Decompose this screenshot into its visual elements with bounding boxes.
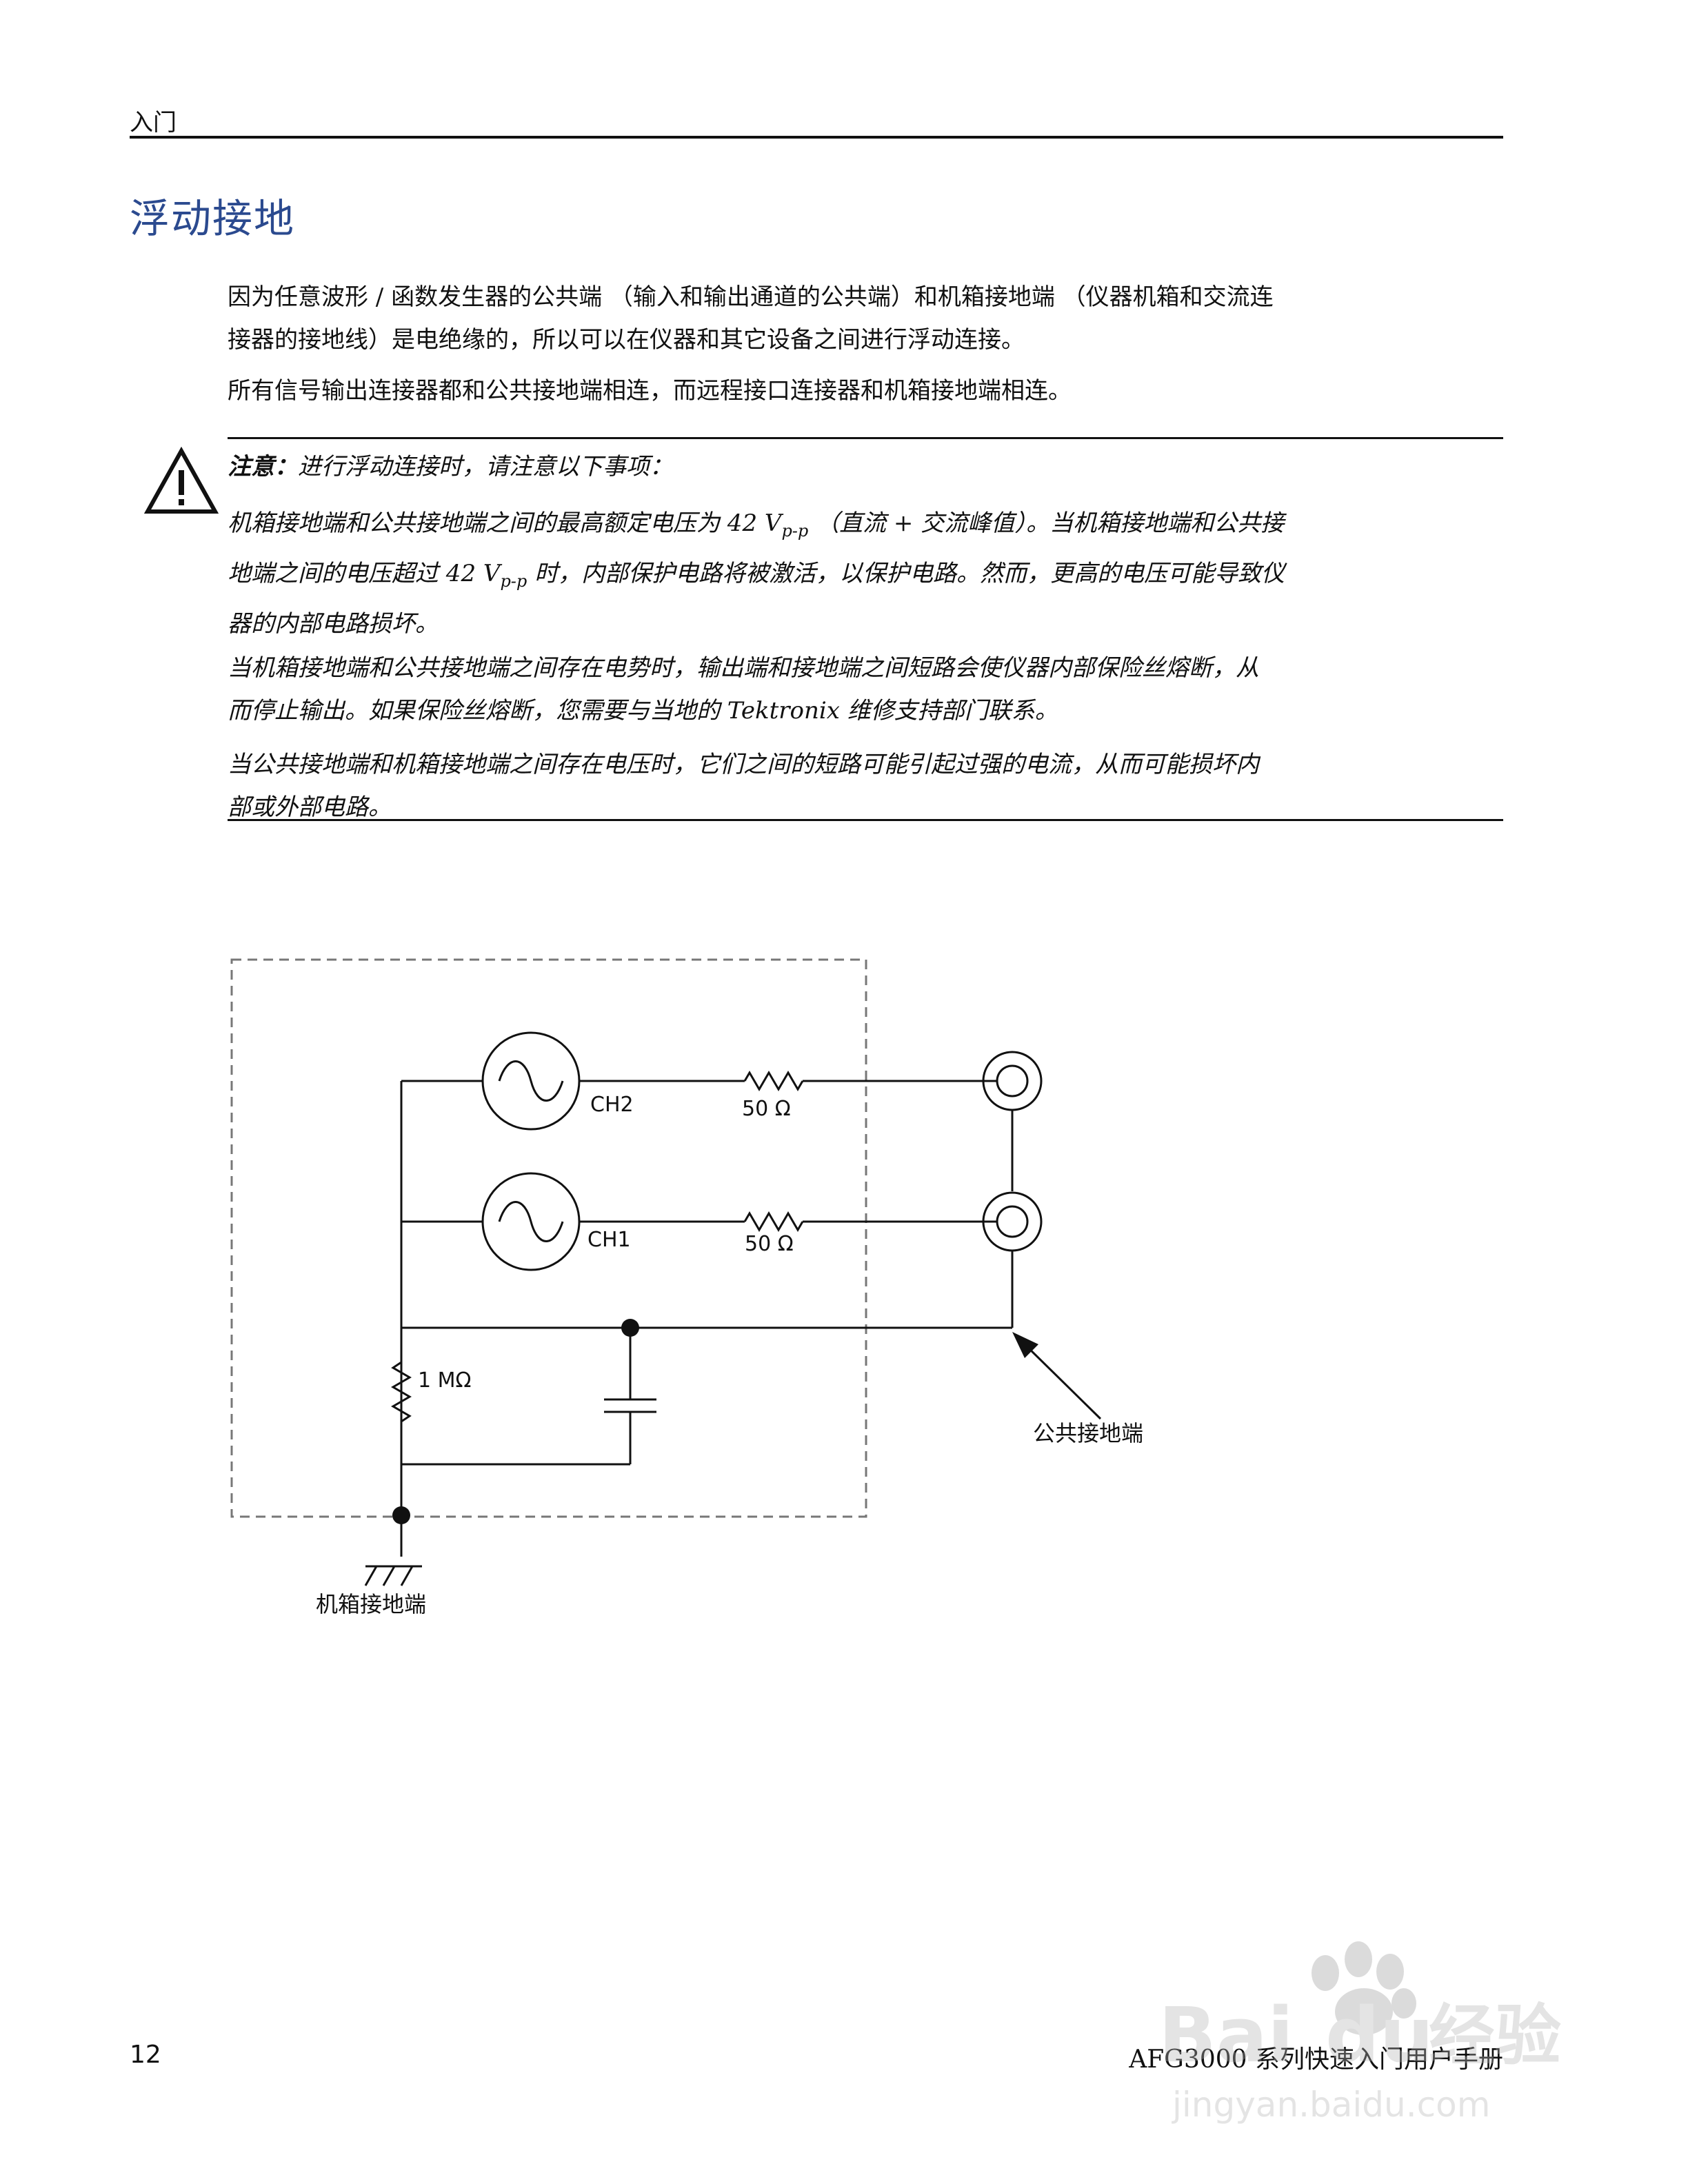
common-ground-label: 公共接地端 — [1033, 1420, 1143, 1446]
page-title: 浮动接地 — [130, 195, 296, 242]
ch1-resistor — [743, 1211, 804, 1232]
caution-item-3-line-2: 部或外部电路。 — [228, 793, 392, 821]
watermark-brand-2: du — [1325, 1991, 1434, 2079]
caution-heading-text: 进行浮动连接时，请注意以下事项： — [298, 453, 673, 481]
warning-triangle-icon — [143, 447, 219, 514]
caution-text: 机箱接地端和公共接地端之间的最高额定电压为 42 V — [228, 509, 782, 537]
page-number: 12 — [130, 2041, 161, 2069]
caution-text: 地端之间的电压超过 42 V — [228, 560, 501, 587]
caution-bottom-rule — [228, 819, 1503, 821]
instrument-boundary — [230, 958, 867, 1518]
caution-item-2: 当机箱接地端和公共接地端之间存在电势时，输出端和接地端之间短路会使仪器内部保险丝… — [228, 647, 1483, 732]
baidu-watermark: Bai du 经验 jingyan.baidu.com — [1158, 1941, 1561, 2125]
watermark-url: jingyan.baidu.com — [1172, 2085, 1490, 2125]
caution-item-3-line-1: 当公共接地端和机箱接地端之间存在电压时，它们之间的短路可能引起过强的电流，从而可… — [228, 751, 1259, 778]
capacitor — [604, 1398, 656, 1413]
caution-subscript: p-p — [781, 521, 809, 540]
ground-resistor — [391, 1361, 412, 1423]
ch2-label: CH2 — [590, 1093, 634, 1117]
caution-label: 注意： — [228, 453, 298, 481]
paragraph-1-line-1: 因为任意波形 / 函数发生器的公共端 （输入和输出通道的公共端）和机箱接地端 （… — [228, 283, 1274, 311]
chassis-ground-label: 机箱接地端 — [316, 1591, 426, 1617]
ch1-generator — [481, 1172, 581, 1271]
caution-item-1-line-1: 机箱接地端和公共接地端之间的最高额定电压为 42 Vp-p （直流 + 交流峰值… — [228, 502, 1483, 552]
paragraph-2: 所有信号输出连接器都和公共接地端相连，而远程接口连接器和机箱接地端相连。 — [228, 377, 1072, 405]
ground-resistor-label: 1 MΩ — [418, 1368, 471, 1393]
caution-item-1: 机箱接地端和公共接地端之间的最高额定电压为 42 Vp-p （直流 + 交流峰值… — [228, 502, 1483, 645]
ch1-label: CH1 — [587, 1228, 631, 1252]
junction-dot-bottom — [392, 1506, 410, 1524]
schematic-wires — [365, 1080, 1014, 1568]
ch1-resistor-label: 50 Ω — [745, 1232, 794, 1256]
junction-dot-top — [621, 1319, 639, 1337]
ch2-generator — [481, 1031, 581, 1131]
caution-item-2-line-2: 而停止输出。如果保险丝熔断，您需要与当地的 Tektronix 维修支持部门联系… — [228, 697, 1058, 725]
ch2-resistor-label: 50 Ω — [742, 1097, 791, 1121]
paragraph-1: 因为任意波形 / 函数发生器的公共端 （输入和输出通道的公共端）和机箱接地端 （… — [228, 276, 1483, 361]
ch1-output-connector — [965, 1191, 1043, 1252]
paragraph-1-line-2: 接器的接地线）是电绝缘的，所以可以在仪器和其它设备之间进行浮动连接。 — [228, 326, 1025, 354]
header-rule — [130, 136, 1503, 139]
common-ground-arrow-icon — [1012, 1332, 1102, 1420]
paw-logo-icon — [1312, 1941, 1416, 2035]
caution-text: （直流 + 交流峰值）。当机箱接地端和公共接 — [808, 509, 1285, 537]
caution-text: 时，内部保护电路将被激活，以保护电路。然而，更高的电压可能导致仪 — [527, 560, 1285, 587]
floating-ground-schematic: CH2 CH1 50 Ω 50 Ω 1 MΩ 机箱接地端 公共接地端 — [230, 958, 1143, 1617]
caution-item-1-line-2: 地端之间的电压超过 42 Vp-p 时，内部保护电路将被激活，以保护电路。然而，… — [228, 552, 1483, 603]
caution-item-3: 当公共接地端和机箱接地端之间存在电压时，它们之间的短路可能引起过强的电流，从而可… — [228, 743, 1483, 829]
ch2-output-connector — [965, 1051, 1043, 1111]
watermark-brand: Bai — [1158, 1991, 1294, 2079]
caution-item-1-line-3: 器的内部电路损坏。 — [228, 610, 439, 638]
caution-subscript: p-p — [500, 572, 528, 591]
running-header: 入门 — [130, 109, 177, 136]
watermark-suffix: 经验 — [1429, 1997, 1561, 2074]
manual-title: AFG3000 系列快速入门用户手册 — [1129, 2045, 1503, 2074]
ch2-resistor — [743, 1071, 804, 1091]
caution-item-2-line-1: 当机箱接地端和公共接地端之间存在电势时，输出端和接地端之间短路会使仪器内部保险丝… — [228, 654, 1259, 682]
caution-top-rule — [228, 437, 1503, 439]
caution-heading: 注意：进行浮动连接时，请注意以下事项： — [228, 445, 1483, 488]
chassis-ground-symbol — [364, 1566, 414, 1586]
